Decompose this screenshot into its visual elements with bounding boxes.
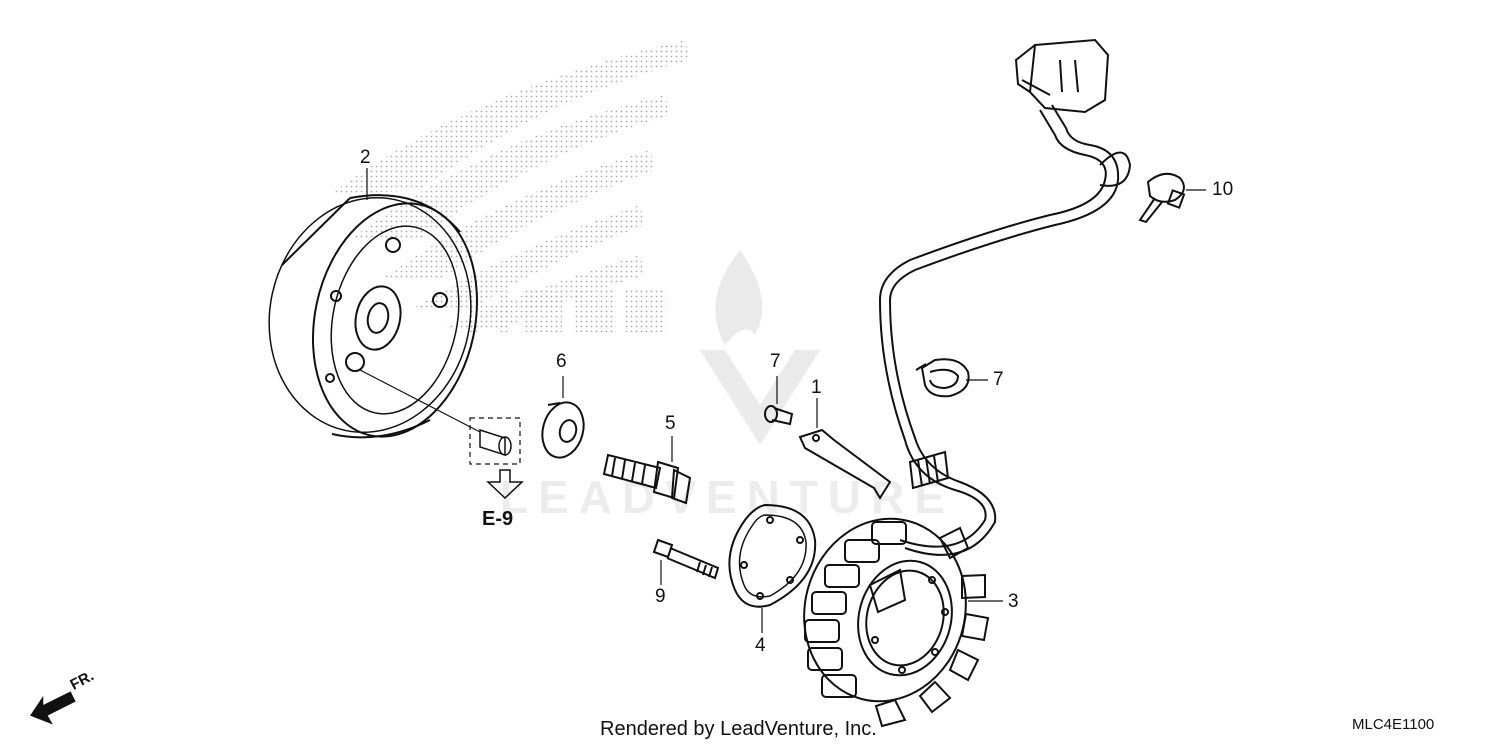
credit-text: Rendered by LeadVenture, Inc. — [600, 718, 877, 740]
callout-2: 2 — [360, 147, 371, 168]
callout-6: 6 — [556, 351, 567, 372]
flange-bolt-part — [602, 453, 692, 505]
section-ref-e9[interactable]: E-9 — [482, 508, 514, 530]
stator-part — [803, 38, 1132, 728]
leadventure-text-watermark: LEADVENTURE — [500, 471, 956, 523]
washer-part — [541, 401, 585, 459]
cable-tie-part — [1138, 172, 1186, 224]
callout-4: 4 — [755, 635, 766, 656]
callout-5: 5 — [665, 413, 676, 434]
flywheel-bolt-ref — [359, 369, 524, 500]
front-arrow-icon — [30, 691, 76, 725]
honda-wing-watermark — [330, 40, 690, 332]
long-bolt-part — [652, 538, 720, 580]
callout-8: 7 — [770, 351, 781, 372]
small-bolt-part — [764, 405, 794, 426]
clamp-part — [915, 358, 970, 398]
callout-9: 9 — [655, 586, 666, 607]
callout-7: 7 — [993, 369, 1004, 390]
callout-3: 3 — [1008, 591, 1019, 612]
callout-10: 10 — [1212, 179, 1234, 200]
callout-1: 1 — [811, 377, 822, 398]
leadventure-logo-watermark — [700, 250, 820, 445]
diagram-code: MLC4E1100 — [1352, 716, 1435, 733]
flywheel-part — [268, 194, 479, 439]
bracket-part — [798, 428, 892, 500]
gasket-part — [728, 503, 817, 608]
